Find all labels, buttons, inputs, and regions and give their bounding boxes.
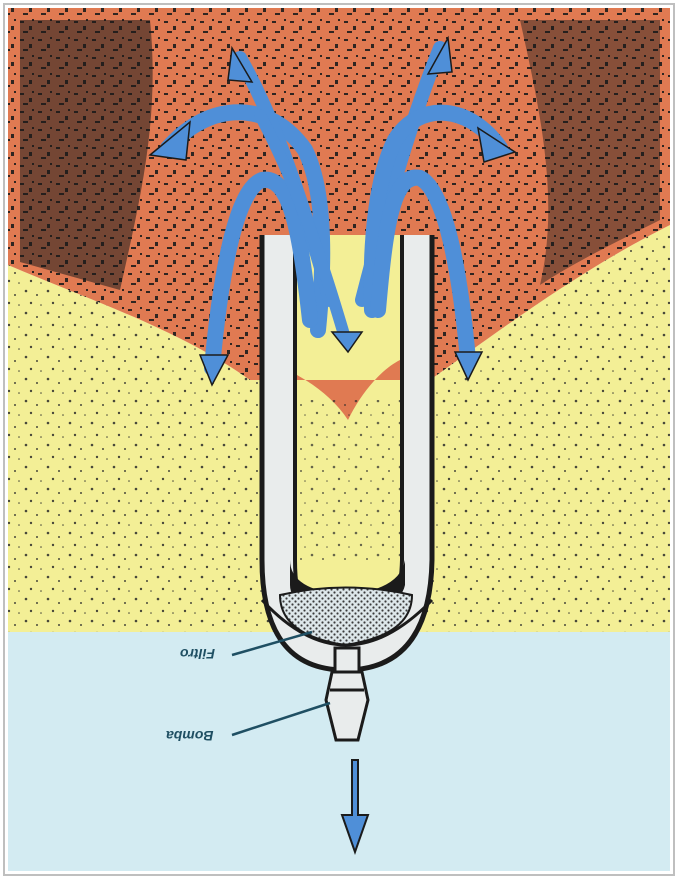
filter-label: Filtro [180,646,215,662]
chamber-sand-texture [297,400,400,560]
pump-label: Bomba [166,728,213,744]
pump-neck [335,648,359,672]
pump-body [326,672,368,740]
